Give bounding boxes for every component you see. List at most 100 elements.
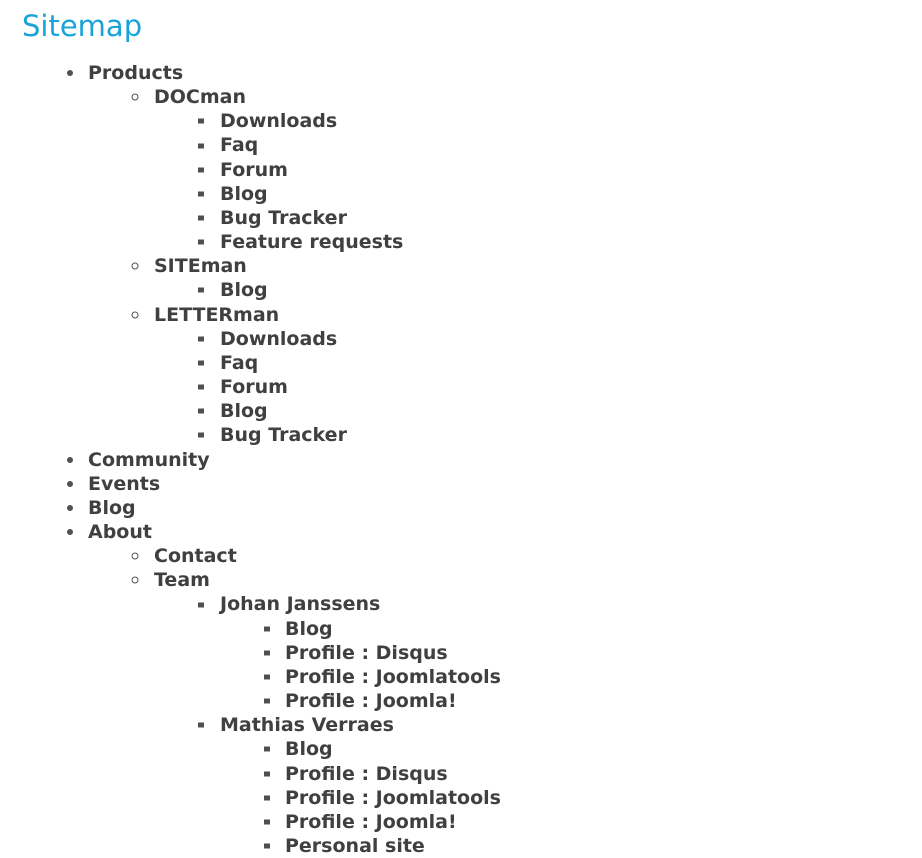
sitemap-link[interactable]: Bug Tracker — [220, 206, 347, 229]
sitemap-item-level-1: About — [0, 520, 922, 544]
sitemap-item-level-1: Events — [0, 472, 922, 496]
square-bullet-icon — [264, 795, 270, 801]
sitemap-link[interactable]: Profile : Joomlatools — [285, 786, 501, 809]
sitemap-item-level-3: Downloads — [0, 327, 922, 351]
sitemap-item-level-3: Bug Tracker — [0, 206, 922, 230]
sitemap-link[interactable]: Downloads — [220, 110, 338, 133]
sitemap-item-level-2: Contact — [0, 544, 922, 568]
square-bullet-icon — [264, 843, 270, 849]
sitemap-link[interactable]: Feature requests — [220, 231, 404, 254]
square-bullet-icon — [198, 191, 204, 197]
sitemap-item-level-3: Feature requests — [0, 230, 922, 254]
square-bullet-icon — [198, 118, 204, 124]
sitemap-item-level-4: Blog — [0, 617, 922, 641]
sitemap-link[interactable]: Faq — [220, 351, 259, 374]
square-bullet-icon — [264, 626, 270, 632]
sitemap-item-level-2: Team — [0, 568, 922, 592]
sitemap-item-level-3: Downloads — [0, 109, 922, 133]
sitemap-item-level-1: Products — [0, 61, 922, 85]
sitemap-link[interactable]: LETTERman — [154, 303, 280, 326]
sitemap-item-level-3: Faq — [0, 133, 922, 157]
sitemap-link[interactable]: Blog — [285, 617, 333, 640]
sitemap-link[interactable]: DOCman — [154, 86, 247, 109]
square-bullet-icon — [198, 432, 204, 438]
sitemap-link[interactable]: SITEman — [154, 255, 247, 278]
sitemap-item-level-3: Mathias Verraes — [0, 713, 922, 737]
sitemap-item-level-3: Blog — [0, 278, 922, 302]
sitemap-link[interactable]: Profile : Disqus — [285, 641, 448, 664]
disc-bullet-icon — [67, 456, 73, 463]
circle-bullet-icon — [131, 93, 139, 101]
sitemap-link[interactable]: Blog — [220, 182, 268, 205]
sitemap-link[interactable]: Profile : Joomla! — [285, 810, 457, 833]
disc-bullet-icon — [67, 529, 73, 536]
square-bullet-icon — [198, 384, 204, 390]
square-bullet-icon — [198, 143, 204, 149]
sitemap-link[interactable]: Profile : Disqus — [285, 762, 448, 785]
sitemap-link[interactable]: About — [88, 520, 152, 543]
square-bullet-icon — [198, 287, 204, 293]
sitemap-link[interactable]: Downloads — [220, 327, 338, 350]
page-title: Sitemap — [22, 9, 143, 43]
sitemap-link[interactable]: Community — [88, 448, 210, 471]
sitemap-item-level-4: Blog — [0, 737, 922, 761]
square-bullet-icon — [198, 167, 204, 173]
disc-bullet-icon — [67, 504, 73, 511]
sitemap-link[interactable]: Blog — [220, 279, 268, 302]
square-bullet-icon — [264, 819, 270, 825]
square-bullet-icon — [264, 746, 270, 752]
sitemap-link[interactable]: Bug Tracker — [220, 424, 347, 447]
sitemap-item-level-4: Profile : Joomlatools — [0, 665, 922, 689]
sitemap-item-level-2: LETTERman — [0, 303, 922, 327]
square-bullet-icon — [264, 771, 270, 777]
circle-bullet-icon — [131, 311, 139, 319]
circle-bullet-icon — [131, 262, 139, 270]
square-bullet-icon — [198, 722, 204, 728]
sitemap-link[interactable]: Johan Janssens — [220, 593, 381, 616]
sitemap-link[interactable]: Forum — [220, 158, 288, 181]
sitemap-link[interactable]: Blog — [285, 738, 333, 761]
sitemap-link[interactable]: Events — [88, 472, 161, 495]
square-bullet-icon — [198, 336, 204, 342]
sitemap-link[interactable]: Faq — [220, 134, 259, 157]
square-bullet-icon — [264, 698, 270, 704]
square-bullet-icon — [198, 360, 204, 366]
square-bullet-icon — [264, 650, 270, 656]
sitemap-link[interactable]: Team — [154, 569, 210, 592]
square-bullet-icon — [264, 674, 270, 680]
circle-bullet-icon — [131, 576, 139, 584]
sitemap-item-level-2: SITEman — [0, 254, 922, 278]
sitemap-item-level-3: Johan Janssens — [0, 592, 922, 616]
sitemap-link[interactable]: Profile : Joomlatools — [285, 665, 501, 688]
sitemap-link[interactable]: Forum — [220, 376, 288, 399]
sitemap-item-level-4: Profile : Joomlatools — [0, 786, 922, 810]
sitemap-item-level-3: Blog — [0, 182, 922, 206]
sitemap-item-level-3: Bug Tracker — [0, 423, 922, 447]
sitemap-link[interactable]: Blog — [88, 496, 136, 519]
sitemap-item-level-4: Profile : Disqus — [0, 762, 922, 786]
sitemap-link[interactable]: Products — [88, 62, 184, 84]
sitemap-link[interactable]: Contact — [154, 545, 237, 568]
circle-bullet-icon — [131, 552, 139, 560]
square-bullet-icon — [198, 602, 204, 608]
sitemap-link[interactable]: Personal site — [285, 835, 425, 857]
sitemap-link[interactable]: Blog — [220, 400, 268, 423]
sitemap-item-level-4: Personal site — [0, 834, 922, 858]
sitemap-item-level-3: Forum — [0, 158, 922, 182]
sitemap-item-level-3: Blog — [0, 399, 922, 423]
square-bullet-icon — [198, 408, 204, 414]
disc-bullet-icon — [67, 480, 73, 487]
sitemap-item-level-3: Faq — [0, 351, 922, 375]
sitemap-item-level-2: DOCman — [0, 85, 922, 109]
sitemap-link[interactable]: Profile : Joomla! — [285, 690, 457, 713]
sitemap-item-level-4: Profile : Disqus — [0, 641, 922, 665]
square-bullet-icon — [198, 239, 204, 245]
disc-bullet-icon — [67, 70, 73, 77]
sitemap-item-level-4: Profile : Joomla! — [0, 810, 922, 834]
sitemap-item-level-1: Blog — [0, 496, 922, 520]
sitemap-item-level-4: Profile : Joomla! — [0, 689, 922, 713]
sitemap-item-level-1: Community — [0, 448, 922, 472]
square-bullet-icon — [198, 215, 204, 221]
sitemap-link[interactable]: Mathias Verraes — [220, 714, 394, 737]
